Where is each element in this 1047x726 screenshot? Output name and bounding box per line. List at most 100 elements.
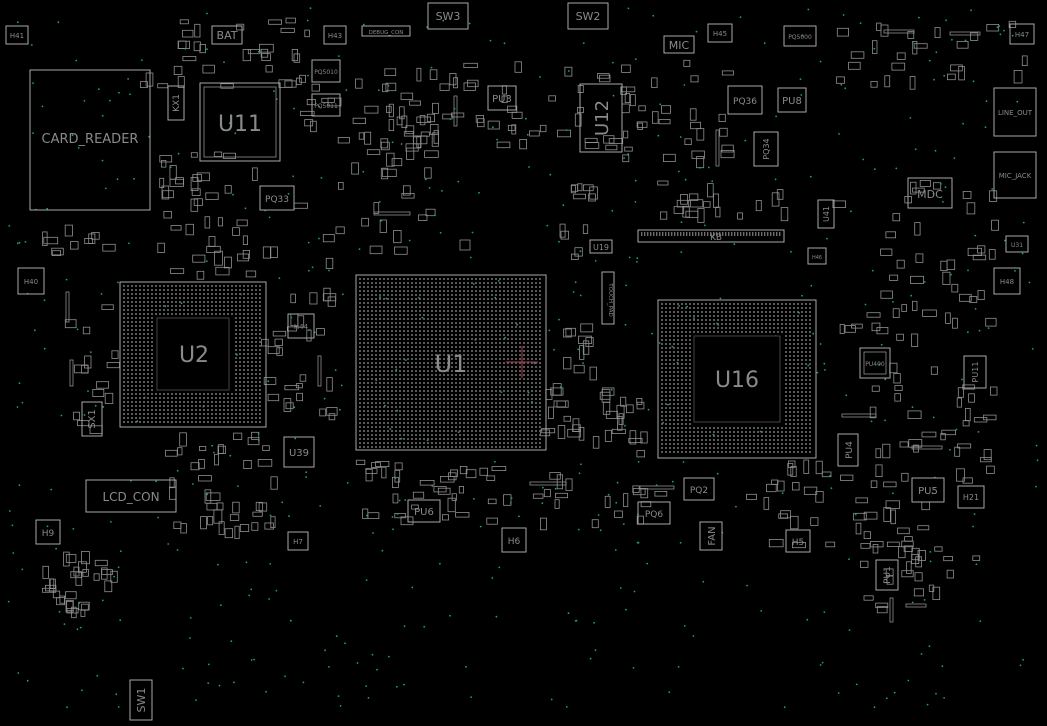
bga-ball xyxy=(515,378,517,380)
via xyxy=(293,406,296,409)
component-lcd-con[interactable]: LCD_CON xyxy=(85,479,177,513)
via xyxy=(633,590,636,593)
bga-ball xyxy=(147,381,149,383)
bga-ball xyxy=(123,337,125,339)
component-mic-jack[interactable]: MIC_JACK xyxy=(993,151,1037,199)
bga-ball xyxy=(159,409,161,411)
bga-ball xyxy=(749,447,751,449)
bga-ball xyxy=(383,326,385,328)
bga-ball xyxy=(681,435,683,437)
bga-ball xyxy=(127,381,129,383)
bga-ball xyxy=(411,410,413,412)
bga-ball xyxy=(439,418,441,420)
bga-ball xyxy=(685,407,687,409)
bga-ball xyxy=(363,318,365,320)
component-sw2[interactable]: SW2 xyxy=(567,2,609,30)
bga-ball xyxy=(685,435,687,437)
component-mdc[interactable]: MDC xyxy=(907,177,953,209)
via xyxy=(468,22,471,25)
component-u12[interactable]: U12 xyxy=(579,83,623,153)
bga-ball xyxy=(387,318,389,320)
bga-ball xyxy=(407,314,409,316)
via xyxy=(365,579,368,581)
bga-ball xyxy=(239,365,241,367)
component-u16[interactable]: U16 xyxy=(657,299,817,459)
bga-ball xyxy=(435,322,437,324)
component-bat[interactable]: BAT xyxy=(211,25,243,45)
passive-component xyxy=(836,27,849,37)
component-mic[interactable]: MIC xyxy=(663,35,695,54)
via xyxy=(634,201,637,203)
bga-ball xyxy=(155,301,157,303)
bga-ball xyxy=(207,297,209,299)
bga-ball xyxy=(235,289,237,291)
bga-ball xyxy=(459,294,461,296)
bga-ball xyxy=(407,310,409,312)
bga-ball xyxy=(247,305,249,307)
bga-ball xyxy=(677,315,679,317)
bga-ball xyxy=(793,403,795,405)
bga-ball xyxy=(235,369,237,371)
component-pu8[interactable]: PU8 xyxy=(777,87,807,113)
bga-ball xyxy=(745,303,747,305)
bga-ball xyxy=(403,342,405,344)
component-pu11[interactable]: PU11 xyxy=(963,355,987,389)
bga-ball xyxy=(379,314,381,316)
component-u19[interactable]: U19 xyxy=(589,239,613,254)
via xyxy=(934,149,937,152)
via xyxy=(338,55,340,57)
via xyxy=(155,480,158,483)
bga-ball xyxy=(415,366,417,368)
component-u1[interactable]: U1 xyxy=(355,274,547,451)
bga-ball xyxy=(797,371,799,373)
bga-ball xyxy=(761,327,763,329)
bga-ball xyxy=(155,405,157,407)
component-debug-con[interactable]: DEBUG_CON xyxy=(361,25,411,37)
bga-ball xyxy=(741,447,743,449)
bga-ball xyxy=(491,374,493,376)
bga-ball xyxy=(411,338,413,340)
component-u2[interactable]: U2 xyxy=(119,281,267,428)
bga-ball xyxy=(789,407,791,409)
bga-ball xyxy=(681,439,683,441)
component-touch-pad[interactable]: TOUCH_PAD xyxy=(601,271,615,325)
bga-ball xyxy=(187,413,189,415)
passive-component xyxy=(803,486,818,495)
bga-ball xyxy=(363,350,365,352)
bga-ball xyxy=(399,402,401,404)
bga-ball xyxy=(511,438,513,440)
component-fan[interactable]: FAN xyxy=(699,521,723,551)
component-sw3[interactable]: SW3 xyxy=(427,2,469,30)
component-u39[interactable]: U39 xyxy=(283,436,315,468)
bga-ball xyxy=(665,427,667,429)
via xyxy=(97,88,100,91)
via xyxy=(32,132,34,135)
bga-ball xyxy=(171,285,173,287)
component-line-out[interactable]: LINE_OUT xyxy=(993,87,1037,137)
passive-component xyxy=(437,487,451,495)
bga-ball xyxy=(681,335,683,337)
via xyxy=(624,323,627,326)
bga-ball xyxy=(215,405,217,407)
passive-component xyxy=(452,77,458,89)
component-u11[interactable]: U11 xyxy=(199,82,281,162)
bga-ball xyxy=(395,330,397,332)
bga-ball xyxy=(785,371,787,373)
component-sw1[interactable]: SW1 xyxy=(129,679,153,721)
component-pu3[interactable]: PU3 xyxy=(487,85,517,111)
bga-ball xyxy=(207,289,209,291)
component-kb[interactable]: KB xyxy=(637,229,785,243)
component-card-reader[interactable]: CARD_READER xyxy=(29,69,151,211)
bga-ball xyxy=(467,330,469,332)
bga-ball xyxy=(805,363,807,365)
bga-ball xyxy=(391,330,393,332)
bga-ball xyxy=(789,359,791,361)
component-u41[interactable]: U41 xyxy=(817,199,835,229)
passive-component xyxy=(402,185,411,196)
bga-ball xyxy=(255,353,257,355)
bga-ball xyxy=(499,410,501,412)
bga-ball xyxy=(443,290,445,292)
component-pu4[interactable]: PU4 xyxy=(837,433,859,467)
via xyxy=(848,558,850,561)
bga-ball xyxy=(207,413,209,415)
